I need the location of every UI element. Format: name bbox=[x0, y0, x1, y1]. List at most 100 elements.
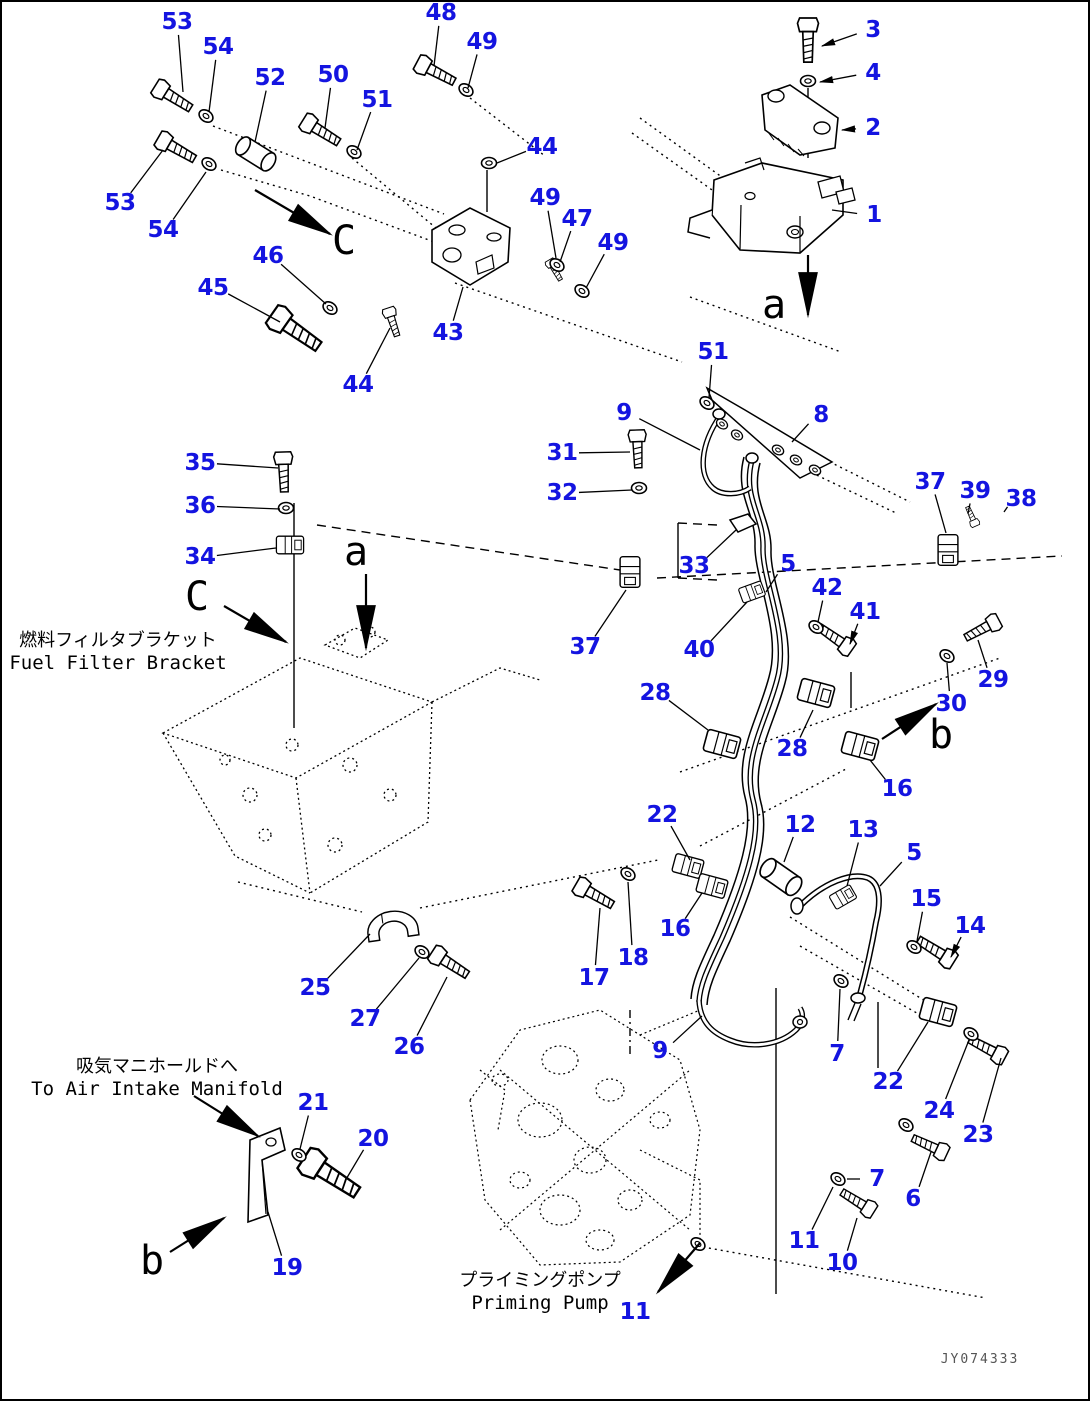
callout-11: 11 bbox=[619, 1299, 651, 1325]
callout-15: 15 bbox=[910, 886, 942, 912]
leader-line bbox=[934, 494, 947, 534]
leader-line bbox=[967, 503, 971, 515]
leader-line bbox=[706, 529, 737, 559]
callout-36: 36 bbox=[184, 493, 216, 519]
callout-24: 24 bbox=[923, 1098, 955, 1124]
leader-line bbox=[356, 111, 372, 151]
leader-line bbox=[820, 33, 857, 47]
fuel-filter-bracket-outline bbox=[161, 626, 541, 894]
leader-line bbox=[849, 623, 859, 646]
callout-44: 44 bbox=[342, 372, 374, 398]
callout-19: 19 bbox=[271, 1255, 303, 1281]
callout-28: 28 bbox=[639, 680, 671, 706]
callout-49: 49 bbox=[597, 230, 629, 256]
callout-35: 35 bbox=[184, 450, 216, 476]
leader-line bbox=[950, 936, 962, 959]
annotation-japanese: 吸気マニホールドへ bbox=[75, 1056, 238, 1077]
leader-line bbox=[946, 662, 950, 692]
leader-line bbox=[840, 125, 857, 133]
leader-line bbox=[837, 988, 841, 1042]
callout-37: 37 bbox=[569, 634, 601, 660]
callout-29: 29 bbox=[977, 667, 1009, 693]
callout-16: 16 bbox=[881, 776, 913, 802]
leader-line bbox=[879, 861, 903, 887]
callout-44: 44 bbox=[526, 134, 558, 160]
callout-14: 14 bbox=[954, 913, 986, 939]
callout-54: 54 bbox=[202, 34, 234, 60]
leader-line bbox=[578, 489, 633, 494]
leader-line bbox=[817, 600, 824, 623]
callout-48: 48 bbox=[425, 0, 457, 26]
leader-line bbox=[578, 451, 631, 454]
callout-31: 31 bbox=[546, 440, 578, 466]
annotation-english: Fuel Filter Bracket bbox=[9, 652, 227, 674]
leader-line bbox=[254, 90, 267, 143]
callout-6: 6 bbox=[905, 1186, 921, 1212]
callout-8: 8 bbox=[813, 402, 829, 428]
view-arrows bbox=[169, 189, 939, 1295]
leader-line bbox=[216, 547, 277, 557]
axis-lines bbox=[293, 88, 879, 1294]
leader-line bbox=[585, 253, 605, 289]
leader-line bbox=[433, 25, 440, 67]
leader-line bbox=[324, 87, 332, 129]
leader-line bbox=[982, 1057, 1002, 1123]
leader-line bbox=[547, 210, 557, 259]
leader-line bbox=[365, 327, 391, 374]
callout-33: 33 bbox=[678, 553, 710, 579]
callout-30: 30 bbox=[935, 691, 967, 717]
leader-line bbox=[670, 825, 691, 861]
callout-5: 5 bbox=[780, 551, 796, 577]
dashed-lines bbox=[316, 522, 1063, 581]
leader-line bbox=[130, 149, 164, 194]
leader-line bbox=[280, 263, 327, 305]
leader-line bbox=[869, 759, 886, 780]
leader-line bbox=[344, 1149, 365, 1182]
callout-2: 2 bbox=[865, 115, 881, 141]
construction-lines bbox=[212, 97, 1001, 1299]
callout-51: 51 bbox=[697, 339, 729, 365]
annotation-japanese: プライミングポンプ bbox=[459, 1270, 621, 1291]
leader-line bbox=[708, 364, 713, 399]
leader-line bbox=[638, 418, 701, 451]
sleeve-12 bbox=[755, 854, 806, 900]
leader-line bbox=[594, 907, 601, 966]
leader-line bbox=[846, 1217, 858, 1251]
callout-11: 11 bbox=[788, 1228, 820, 1254]
leader-line bbox=[627, 881, 633, 946]
leader-line bbox=[172, 171, 207, 220]
callout-42: 42 bbox=[811, 575, 843, 601]
callout-22: 22 bbox=[872, 1069, 904, 1095]
callout-9: 9 bbox=[652, 1038, 668, 1064]
annotation-japanese: 燃料フィルタブラケット bbox=[19, 630, 217, 651]
callout-37: 37 bbox=[914, 469, 946, 495]
callout-39: 39 bbox=[959, 478, 991, 504]
block-43 bbox=[431, 207, 511, 286]
callout-53: 53 bbox=[161, 9, 193, 35]
priming-pump-outline bbox=[469, 1009, 701, 1266]
callout-13: 13 bbox=[847, 817, 879, 843]
leader-line bbox=[672, 1015, 703, 1044]
callout-25: 25 bbox=[299, 975, 331, 1001]
leader-line bbox=[1003, 506, 1009, 513]
leader-line bbox=[559, 230, 572, 263]
drawing-number: JY074333 bbox=[940, 1352, 1020, 1367]
callout-4: 4 bbox=[865, 60, 881, 86]
leader-line bbox=[299, 1115, 310, 1150]
leader-line bbox=[375, 957, 420, 1010]
leader-line bbox=[765, 573, 779, 593]
leader-line bbox=[496, 150, 527, 164]
leader-line bbox=[467, 54, 478, 89]
leader-line bbox=[791, 423, 810, 443]
callout-45: 45 bbox=[197, 275, 229, 301]
callout-16: 16 bbox=[659, 916, 691, 942]
valve-assembly bbox=[687, 84, 856, 254]
annotation-english: To Air Intake Manifold bbox=[31, 1078, 283, 1100]
callout-47: 47 bbox=[561, 206, 593, 232]
view-label-a: a bbox=[761, 282, 787, 328]
leader-line bbox=[416, 976, 448, 1036]
leader-line bbox=[177, 34, 184, 93]
view-label-C: C bbox=[331, 218, 357, 264]
